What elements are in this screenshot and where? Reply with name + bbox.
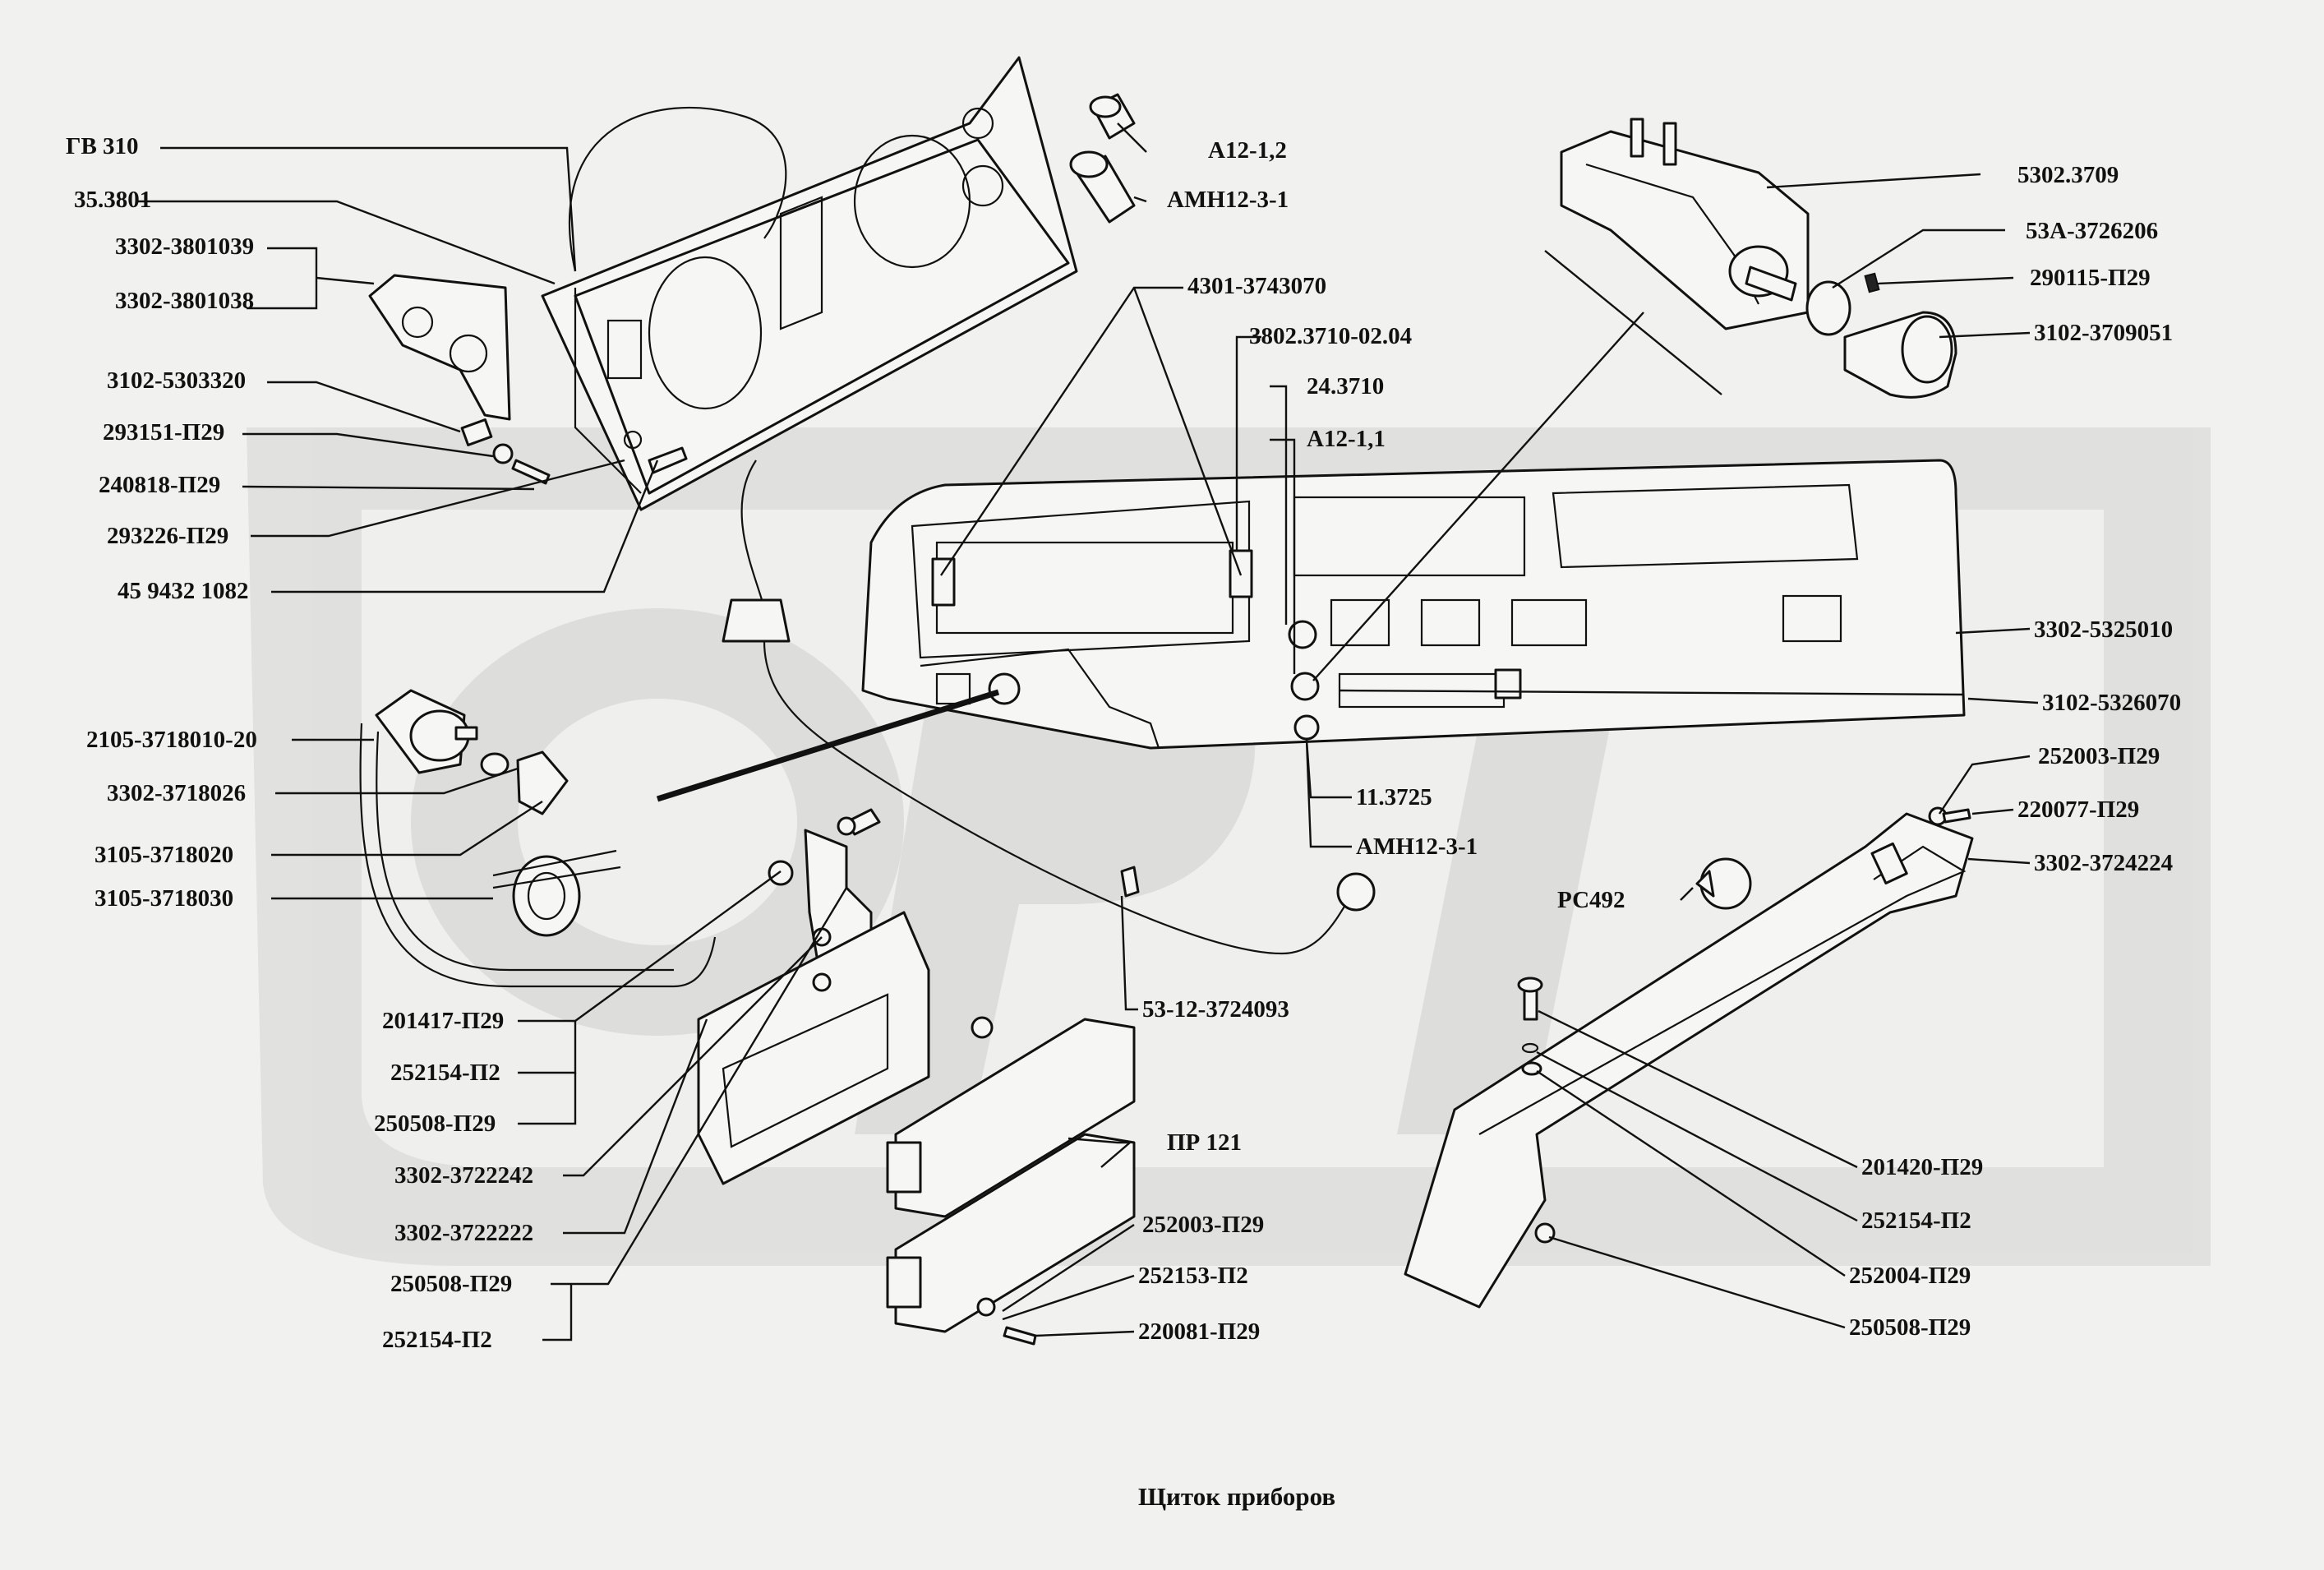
label-252154-b: 252154-П2 [382, 1327, 492, 1353]
label-252153: 252153-П2 [1138, 1263, 1248, 1289]
label-3302-3722242: 3302-3722242 [394, 1162, 533, 1189]
label-3102-3709051: 3102-3709051 [2034, 320, 2173, 346]
rheostat-assembly [359, 689, 717, 988]
label-a12-1-2: А12-1,2 [1208, 137, 1287, 164]
label-amn12-top: АМН12-3-1 [1167, 187, 1289, 213]
switch-section-divider [1544, 250, 1722, 395]
label-3302-3801039: 3302-3801039 [115, 233, 254, 260]
label-250508-b: 250508-П29 [390, 1271, 512, 1297]
label-201420: 201420-П29 [1861, 1154, 1983, 1180]
label-5302-3709: 5302.3709 [2017, 162, 2119, 188]
label-3102-5303320: 3102-5303320 [107, 367, 246, 394]
light-switch-assembly [1560, 118, 1957, 399]
label-3302-3801038: 3302-3801038 [115, 288, 254, 314]
label-3102-5326070: 3102-5326070 [2042, 690, 2181, 716]
fuse-box-bracket [697, 808, 930, 1185]
label-293226: 293226-П29 [107, 523, 228, 549]
label-252004: 252004-П29 [1849, 1263, 1971, 1289]
lamp-amn12-top [1069, 150, 1136, 224]
label-gv310: ГВ 310 [66, 133, 139, 159]
label-pr121: ПР 121 [1167, 1129, 1242, 1156]
label-290115: 290115-П29 [2030, 265, 2151, 291]
label-3302-5325010: 3302-5325010 [2034, 616, 2173, 643]
label-201417: 201417-П29 [382, 1008, 504, 1034]
cable-grommet [722, 598, 791, 643]
cluster-bracket [368, 274, 511, 421]
label-11-3725: 11.3725 [1356, 784, 1432, 810]
label-53-12-3724093: 53-12-3724093 [1142, 996, 1289, 1023]
label-45-9432-1082: 45 9432 1082 [118, 578, 249, 604]
label-4301-3743070: 4301-3743070 [1187, 273, 1326, 299]
part-labels: ГВ 310 35.3801 3302-3801039 3302-3801038… [66, 133, 2181, 1353]
label-252003-right: 252003-П29 [2038, 743, 2160, 769]
label-53a-3726206: 53А-3726206 [2026, 218, 2158, 244]
label-220077: 220077-П29 [2017, 797, 2139, 823]
label-amn12-mid: АМН12-3-1 [1356, 833, 1478, 860]
label-a12-1-1: А12-1,1 [1307, 426, 1386, 452]
label-252154-right: 252154-П2 [1861, 1208, 1971, 1234]
lower-trim-panel [1404, 806, 1974, 1309]
label-240818: 240818-П29 [99, 472, 220, 498]
label-250508-a: 250508-П29 [374, 1111, 496, 1137]
label-293151: 293151-П29 [103, 419, 224, 446]
label-3302-3718026: 3302-3718026 [107, 780, 246, 806]
label-3302-3724224: 3302-3724224 [2034, 850, 2173, 876]
instrument-cluster [541, 56, 1078, 511]
diagram-caption: Щиток приборов [1138, 1482, 1335, 1511]
label-252003-bottom: 252003-П29 [1142, 1212, 1264, 1238]
label-2105-3718010: 2105-3718010-20 [86, 727, 257, 753]
label-3105-3718020: 3105-3718020 [95, 842, 233, 868]
label-rc492: РС492 [1557, 887, 1625, 913]
label-250508-right: 250508-П29 [1849, 1314, 1971, 1341]
leader-lines [136, 122, 2039, 1341]
label-3802-3710: 3802.3710-02.04 [1249, 323, 1412, 349]
label-24-3710: 24.3710 [1307, 373, 1384, 399]
speedometer-cable [569, 106, 787, 272]
pointer-rod [656, 689, 1000, 802]
rc492-sender [1695, 857, 1752, 910]
label-220081: 220081-П29 [1138, 1318, 1260, 1345]
label-35-3801: 35.3801 [74, 187, 151, 213]
label-3302-3722222: 3302-3722222 [394, 1220, 533, 1246]
fuse-box-pr121 [886, 1016, 1136, 1346]
dashboard-panel [861, 459, 1966, 750]
label-252154-a: 252154-П2 [390, 1060, 500, 1086]
label-3105-3718030: 3105-3718030 [95, 885, 233, 912]
lamp-a12-1-2 [1089, 93, 1136, 140]
